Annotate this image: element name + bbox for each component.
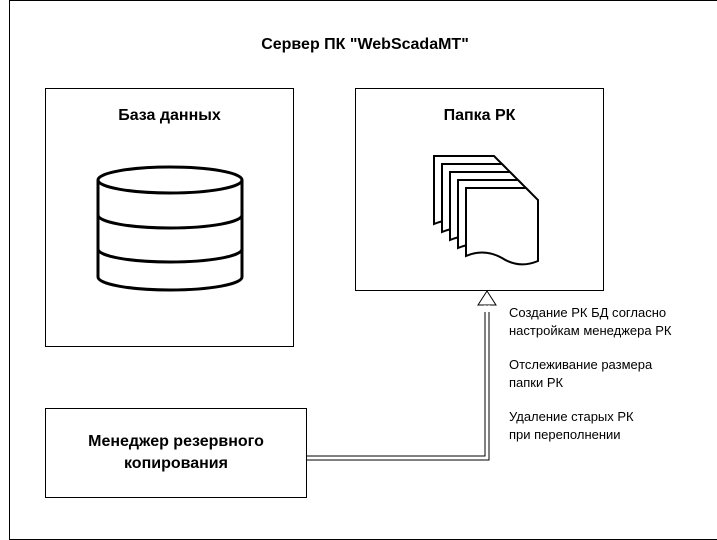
backup-manager-label: Менеджер резервного копирования <box>46 431 306 475</box>
database-box: База данных <box>45 88 294 347</box>
annotation-create-backup: Создание РК БД согласно настройкам менед… <box>509 304 717 340</box>
annotation-track-size: Отслеживание размера папки РК <box>509 356 717 392</box>
backup-manager-label-line1: Менеджер резервного <box>88 433 264 450</box>
backup-manager-box: Менеджер резервного копирования <box>45 408 307 498</box>
annotations: Создание РК БД согласно настройкам менед… <box>509 304 717 460</box>
database-title: База данных <box>118 107 221 124</box>
backup-folder-box: Папка РК <box>355 88 604 291</box>
server-title: Сервер ПК "WebScadaMT" <box>261 36 469 53</box>
annotation-text: папки РК <box>509 375 564 390</box>
backup-manager-label-line2: копирования <box>124 455 228 472</box>
annotation-text: Создание РК БД согласно <box>509 305 667 320</box>
annotation-text: при переполнении <box>509 427 621 442</box>
annotation-text: Отслеживание размера <box>509 357 653 372</box>
annotation-text: настройкам менеджера РК <box>509 323 672 338</box>
annotation-delete-old: Удаление старых РК при переполнении <box>509 408 717 444</box>
backup-folder-title: Папка РК <box>443 107 516 124</box>
annotation-text: Удаление старых РК <box>509 409 634 424</box>
